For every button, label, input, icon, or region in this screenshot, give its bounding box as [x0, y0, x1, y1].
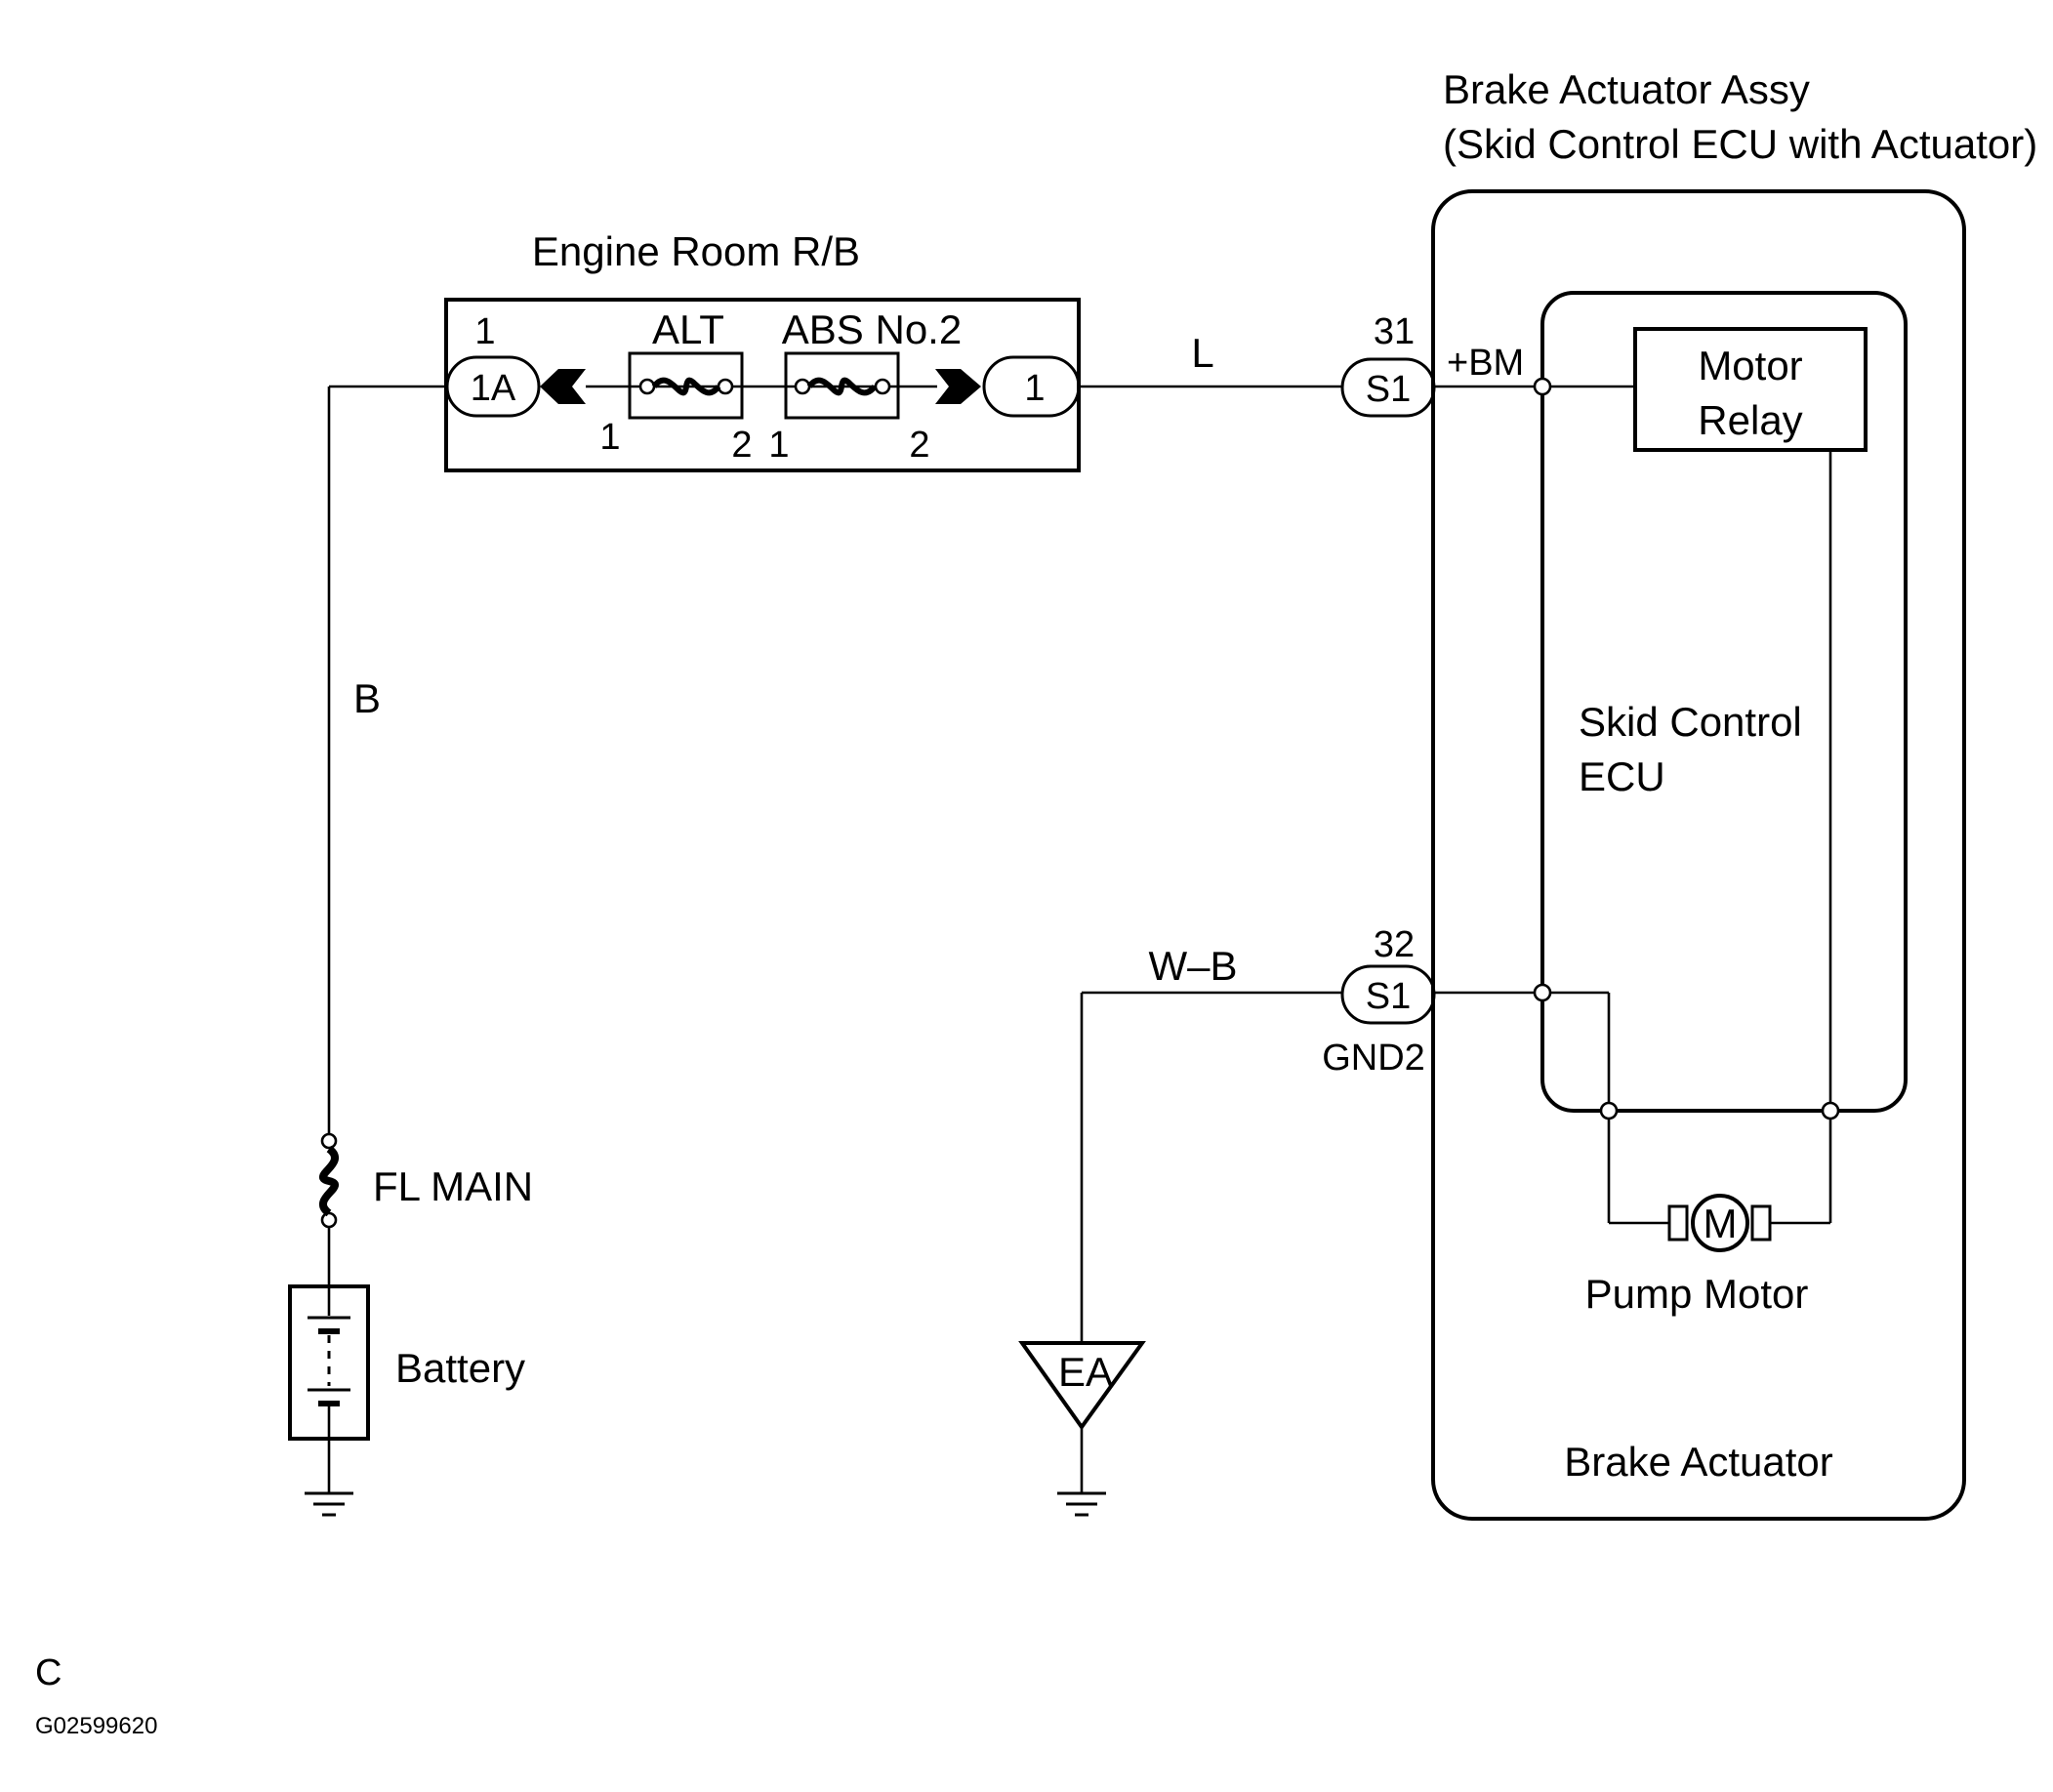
ea-ground-point-icon [1018, 1341, 1146, 1431]
terminal-bm: +BM [1447, 343, 1524, 384]
connector-top-pin: 31 [1374, 311, 1415, 352]
fl-main-label: FL MAIN [373, 1163, 533, 1209]
abs-pin-left: 1 [768, 425, 789, 466]
footer-letter: C [35, 1652, 62, 1693]
junction-motor-left [1599, 1101, 1619, 1120]
left-connector-label: 1A [471, 368, 516, 409]
alt-pin-right: 2 [731, 425, 752, 466]
assembly-title: Brake Actuator Assy [1443, 66, 1810, 112]
ea-ground-icon [1057, 1427, 1106, 1517]
right-connector-label: 1 [1024, 368, 1045, 409]
alt-pin-left: 1 [599, 417, 620, 458]
connector-bottom-name: S1 [1366, 976, 1411, 1017]
wire-l-label: L [1191, 330, 1213, 376]
relay-box-title: Engine Room R/B [532, 228, 860, 274]
ea-label: EA [1058, 1349, 1113, 1395]
terminal-gnd2: GND2 [1322, 1038, 1425, 1079]
fuse-abs-icon [784, 351, 900, 420]
brake-actuator-label: Brake Actuator [1564, 1439, 1832, 1485]
connector-bottom-pin: 32 [1374, 924, 1415, 965]
pump-motor-symbol: M [1667, 1194, 1772, 1252]
fl-main-fuse-icon [318, 1132, 340, 1229]
ecu-label-2: ECU [1579, 753, 1665, 799]
wire-wb-label: W–B [1148, 943, 1237, 989]
junction-motor-right [1821, 1101, 1840, 1120]
battery-label: Battery [395, 1345, 525, 1391]
skid-control-ecu-box [1540, 291, 1908, 1113]
pump-motor-label: Pump Motor [1585, 1271, 1809, 1317]
footer-code: G02599620 [35, 1713, 157, 1739]
fuse-alt-icon [628, 351, 744, 420]
connector-bottom [1340, 964, 1436, 1025]
motor-relay-box [1633, 327, 1868, 452]
abs-pin-right: 2 [909, 425, 929, 466]
wire-b-label: B [353, 675, 381, 721]
junction-bm [1533, 377, 1552, 396]
fuse-abs-label: ABS No.2 [782, 306, 962, 352]
motor-relay-label-2: Relay [1698, 397, 1802, 443]
junction-gnd2 [1533, 983, 1552, 1002]
left-connector-pin: 1 [474, 311, 495, 352]
motor-relay-label-1: Motor [1698, 343, 1802, 388]
fuse-alt-label: ALT [652, 306, 724, 352]
battery-ground-icon [305, 1439, 353, 1517]
battery-icon [288, 1284, 370, 1441]
arrow-right-icon [935, 369, 981, 404]
ecu-label-1: Skid Control [1579, 699, 1802, 745]
assembly-subtitle: (Skid Control ECU with Actuator) [1443, 121, 2037, 167]
motor-symbol: M [1704, 1201, 1738, 1246]
brake-actuator-assy-box [1431, 189, 1966, 1521]
connector-top-name: S1 [1366, 369, 1411, 410]
arrow-left-icon [540, 369, 586, 404]
